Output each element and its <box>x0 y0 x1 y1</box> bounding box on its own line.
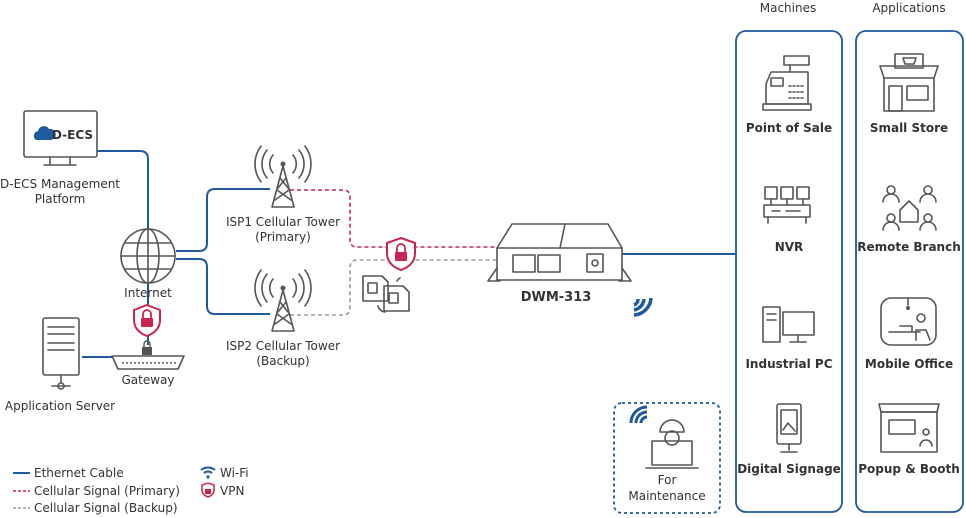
legend-vpn-label: VPN <box>220 484 244 498</box>
application-label-mobile-office: Mobile Office <box>865 357 953 371</box>
legend-backup-label: Cellular Signal (Backup) <box>34 501 178 515</box>
device-label: DWM-313 <box>521 290 592 305</box>
nvr-icon <box>763 186 811 224</box>
popup-booth-icon <box>878 403 940 453</box>
ethernet-platform-internet <box>97 150 149 230</box>
legend-primary-label: Cellular Signal (Primary) <box>34 484 180 498</box>
applications-header: Applications <box>872 1 945 15</box>
machine-label-industrial-pc: Industrial PC <box>745 357 832 371</box>
digital-signage-icon <box>776 403 802 453</box>
isp2-tower-icon <box>254 269 312 332</box>
primary-signal-line <box>290 189 497 248</box>
machine-label-digital-signage: Digital Signage <box>737 462 841 476</box>
application-label-remote-branch: Remote Branch <box>857 240 961 254</box>
isp2-label-line2: (Backup) <box>256 354 309 368</box>
industrial-pc-icon <box>762 306 815 343</box>
monitor-icon <box>23 110 98 166</box>
dwm-313-router-icon <box>487 223 632 282</box>
ethernet-internet-isp1 <box>176 188 270 252</box>
sim-cards-icon <box>362 275 410 313</box>
maintenance-box <box>613 402 721 514</box>
application-label-popup-booth: Popup & Booth <box>858 462 960 476</box>
legend-vpn-icon <box>201 482 215 498</box>
small-store-icon <box>879 53 939 112</box>
application-label-small-store: Small Store <box>870 121 948 135</box>
platform-label-line1: D-ECS Management <box>0 177 120 191</box>
gateway-label: Gateway <box>121 373 174 387</box>
machines-box <box>735 30 843 513</box>
device-wifi-icon <box>633 297 653 317</box>
maintenance-label-line1: For <box>658 473 677 487</box>
gateway-router-icon <box>111 340 185 370</box>
legend-wifi-icon <box>200 466 216 479</box>
server-label: Application Server <box>5 399 115 413</box>
connections <box>82 150 736 358</box>
point-of-sale-icon <box>762 55 812 111</box>
server-icon <box>42 317 80 390</box>
vpn-shield-icon <box>133 303 161 338</box>
legend: Ethernet Cable Cellular Signal (Primary)… <box>13 466 249 515</box>
globe-icon <box>120 228 176 284</box>
machine-label-nvr: NVR <box>775 240 804 254</box>
isp1-label-line1: ISP1 Cellular Tower <box>226 215 340 229</box>
technician-laptop-icon <box>629 405 699 469</box>
isp1-label-line2: (Primary) <box>255 230 311 244</box>
maintenance-label-line2: Maintenance <box>628 489 705 503</box>
remote-branch-icon <box>882 185 937 231</box>
legend-ethernet-label: Ethernet Cable <box>34 466 124 480</box>
machine-label-point-of-sale: Point of Sale <box>746 121 832 135</box>
internet-label: Internet <box>124 286 172 300</box>
platform-logo: D-ECS <box>52 128 93 142</box>
backup-signal-line <box>290 259 497 316</box>
machines-header: Machines <box>760 1 816 15</box>
legend-wifi-label: Wi-Fi <box>220 466 249 480</box>
cloud-icon <box>33 126 56 140</box>
applications-box <box>855 30 964 513</box>
ethernet-internet-isp2 <box>176 258 270 315</box>
vpn-lock-icon <box>386 236 416 272</box>
isp2-label-line1: ISP2 Cellular Tower <box>226 339 340 353</box>
platform-label-line2: Platform <box>35 192 86 206</box>
mobile-office-icon <box>880 297 937 346</box>
isp1-tower-icon <box>254 145 312 208</box>
